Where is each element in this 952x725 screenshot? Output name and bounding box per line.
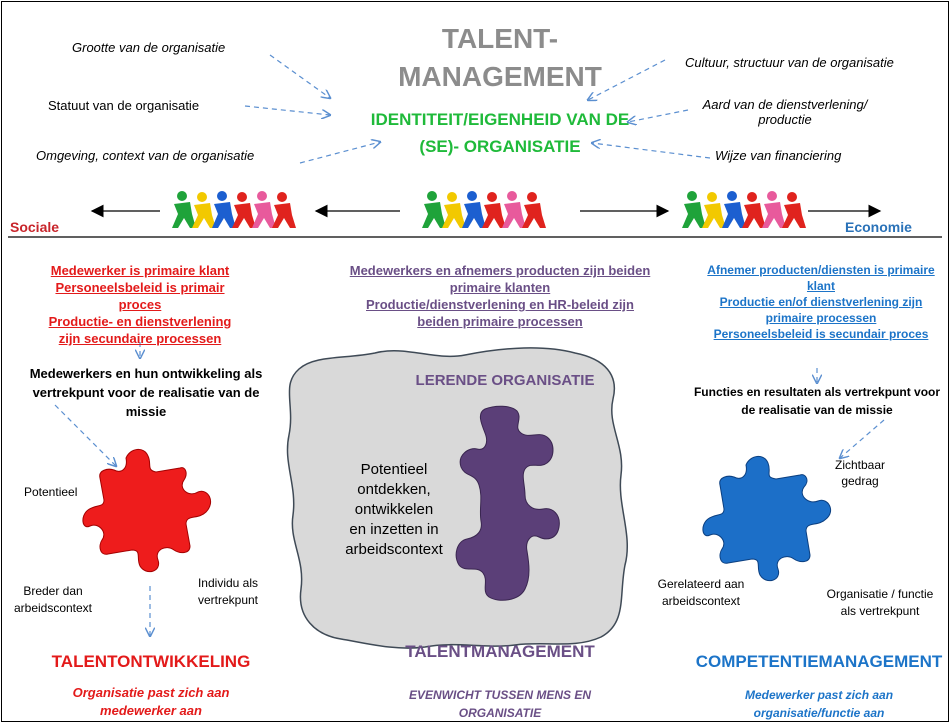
learning-organisation-cloud [286,347,629,649]
label-related-context: Gerelateerd aan arbeidscontext [648,576,754,610]
right-statement: Functies en resultaten als vertrekpunt v… [693,385,941,417]
middle-characteristics: Medewerkers en afnemers producten zijn b… [345,262,655,330]
subtitle-line: organisatie/functie aan [753,706,885,720]
subtitle-line: Organisatie past zich aan [72,685,230,700]
label-visible-behaviour: Zichtbaar gedrag [820,457,900,489]
talent-development-title: TALENTONTWIKKELING [51,652,251,671]
subtitle-line: medewerker aan [100,703,202,718]
right-list-item: Afnemer producten/diensten is primaire k… [707,263,935,293]
label-broader-line: Breder dan [23,584,83,598]
arrow-culture [588,59,666,100]
competence-management-title: COMPETENTIEMANAGEMENT [695,652,943,671]
label-potential: Potentieel [24,485,78,499]
red-puzzle-piece-icon [82,449,211,573]
subtitle-line: EVENWICHT TUSSEN MENS EN [408,688,591,702]
identity-line-2: (SE)- ORGANISATIE [419,137,581,156]
arrow-service [628,109,689,122]
people-group-icon [422,191,546,228]
title-line-2: MANAGEMENT [398,61,602,92]
arrow-right-statement [840,419,885,458]
factor-statute: Statuut van de organisatie [48,98,200,113]
purple-puzzle-piece-icon [455,405,560,601]
arrow-size [269,54,330,98]
left-statement: Medewerkers en hun ontwikkeling als vert… [29,366,263,419]
left-list-item: Personeelsbeleid is primair proces [55,280,225,312]
label-related-line: arbeidscontext [661,594,741,608]
identity-line-1: IDENTITEIT/EIGENHEID VAN DE [370,110,630,129]
label-visible-line: Zichtbaar [834,458,886,472]
cloud-text-line: en inzetten in [349,521,439,538]
label-individual-line: vertrekpunt [197,593,259,607]
label-org-line: als vertrekpunt [840,604,920,618]
factor-culture: Cultuur, structuur van de organisatie [685,55,894,70]
competence-management-subtitle: Medewerker past zich aan organisatie/fun… [690,686,948,722]
label-org-line: Organisatie / functie [826,587,934,601]
label-individual: Individu als vertrekpunt [178,575,278,609]
label-broader-line: arbeidscontext [13,601,93,615]
axis-label-economy: Economie [845,219,912,235]
right-list-item: Productie en/of dienstverlening zijn pri… [719,295,923,325]
cloud-text-line: ontwikkelen [354,501,434,518]
right-list-item: Personeelsbeleid is secundair proces [713,327,929,341]
factor-environment: Omgeving, context van de organisatie [36,148,255,163]
identity-heading: IDENTITEIT/EIGENHEID VAN DE (SE)- ORGANI… [330,106,670,160]
right-characteristics: Afnemer producten/diensten is primaire k… [700,262,942,342]
people-group-icon [682,191,806,228]
cloud-text-line: Potentieel [360,461,428,478]
cloud-text-line: ontdekken, [357,481,431,498]
label-individual-line: Individu als [197,576,259,590]
middle-list-item: Medewerkers en afnemers producten zijn b… [349,263,651,295]
factor-size: Grootte van de organisatie [72,40,226,55]
left-list-item: Productie- en dienstverlening zijn secun… [48,314,232,346]
talent-management-title: TALENTMANAGEMENT [405,642,595,661]
subtitle-line: ORGANISATIE [458,706,542,720]
arrow-statute [244,105,330,115]
learning-organisation-title: LERENDE ORGANISATIE [415,372,595,389]
label-organisation-function: Organisatie / functie als vertrekpunt [812,586,948,620]
label-visible-line: gedrag [841,474,879,488]
middle-list-item: Productie/dienstverlening en HR-beleid z… [366,297,634,329]
title-line-1: TALENT- [441,23,559,54]
axis-label-social: Sociale [10,219,60,235]
main-title: TALENT- MANAGEMENT [380,20,620,96]
factor-financing: Wijze van financiering [715,148,842,163]
label-broader: Breder dan arbeidscontext [8,583,98,617]
people-group-icon [172,191,296,228]
blue-puzzle-piece-icon [702,456,831,582]
subtitle-line: Medewerker past zich aan [744,688,894,702]
arrow-financing [592,143,711,159]
left-characteristics: Medewerker is primaire klant Personeelsb… [40,262,240,347]
arrow-environment [299,142,380,164]
factor-service-nature: Aard van de dienstverlening/ productie [702,97,868,127]
talent-development-subtitle: Organisatie past zich aan medewerker aan [20,684,282,720]
cloud-text-line: arbeidscontext [345,541,443,558]
label-related-line: Gerelateerd aan [657,577,745,591]
learning-organisation-text: Potentieel ontdekken, ontwikkelen en inz… [330,460,458,560]
left-list-item: Medewerker is primaire klant [50,263,230,278]
talent-management-subtitle: EVENWICHT TUSSEN MENS EN ORGANISATIE [345,686,655,722]
